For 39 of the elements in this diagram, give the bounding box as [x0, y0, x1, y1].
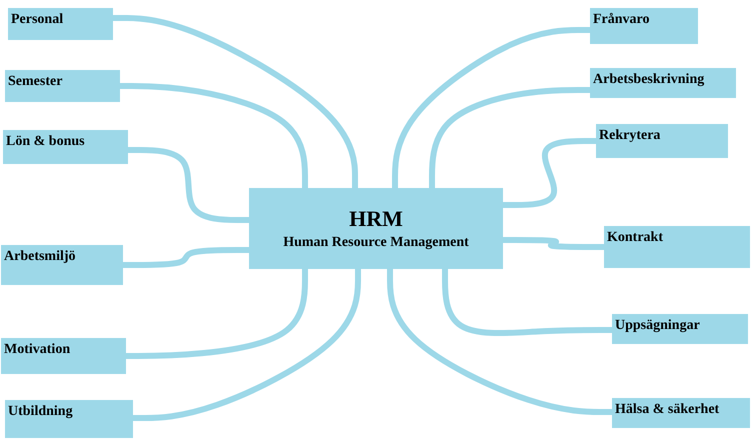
topic-label: Rekrytera [599, 128, 662, 144]
topic-label: Semester [8, 74, 64, 90]
connector-line [387, 269, 612, 415]
topic-box [612, 314, 748, 344]
connector-line [123, 247, 249, 268]
connector-line [126, 269, 308, 359]
connector-line [133, 269, 361, 421]
topic-label: Uppsägningar [615, 318, 701, 334]
topic-label: Frånvaro [593, 12, 651, 28]
topic-label: Motivation [4, 342, 72, 358]
connector-line [503, 138, 596, 208]
topic-box [590, 68, 736, 98]
topic-box [8, 8, 113, 40]
central-topic-box [249, 188, 503, 269]
connector-line [128, 147, 249, 223]
topic-box [604, 226, 750, 268]
topic-label: Hälsa & säkerhet [615, 402, 720, 418]
topic-label: Personal [11, 12, 64, 28]
subtitle-text: Human Resource Management [283, 235, 469, 251]
title-text: HRM [349, 206, 403, 232]
topic-box [612, 398, 750, 428]
connector-line [392, 27, 590, 188]
topic-label: Utbildning [8, 404, 74, 420]
connector-line [442, 269, 612, 336]
topic-label: Lön & bonus [6, 134, 86, 150]
topic-label: Kontrakt [607, 230, 664, 246]
topic-box [3, 130, 128, 164]
topic-box [5, 70, 120, 102]
topic-box [1, 338, 126, 374]
topic-label: Arbetsbeskrivning [593, 72, 706, 88]
topic-box [590, 8, 698, 44]
connector-line [503, 237, 604, 250]
connector-line [113, 15, 358, 188]
topic-label: Arbetsmiljö [4, 249, 77, 265]
topic-box [1, 245, 123, 285]
connector-line [429, 87, 590, 188]
connector-line [120, 83, 308, 188]
topic-box [596, 124, 728, 158]
topic-box [5, 400, 133, 438]
